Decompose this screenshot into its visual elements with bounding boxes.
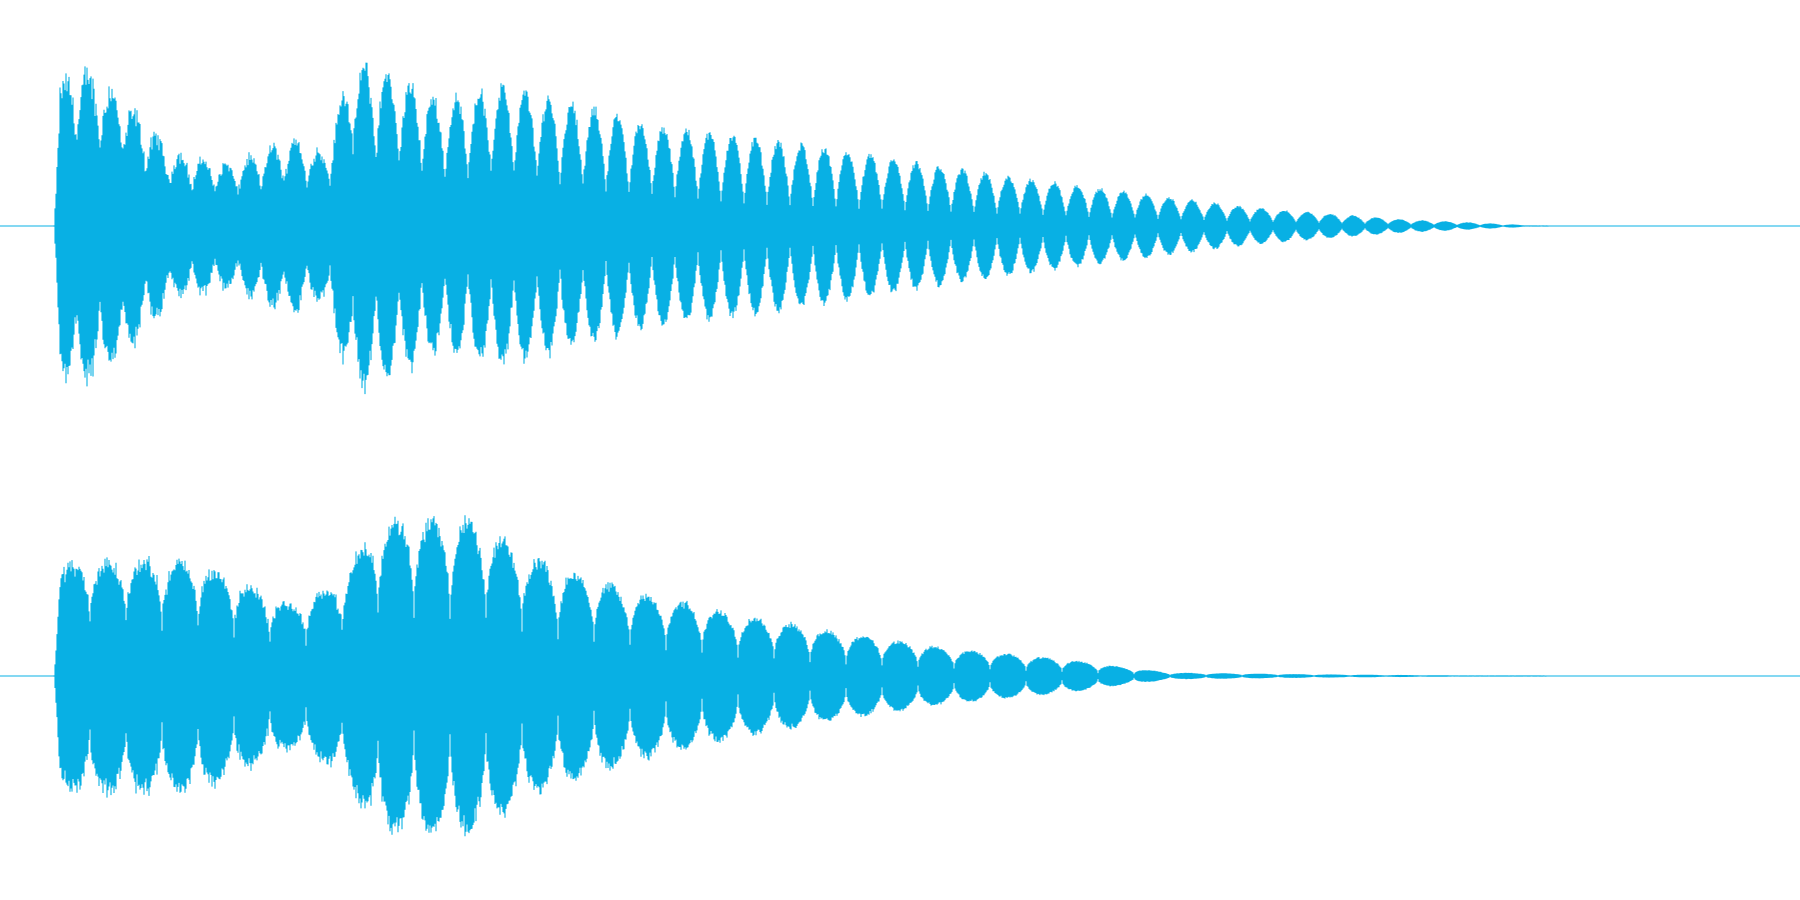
channel-bottom-waveform <box>0 515 1800 837</box>
channel-top-signal <box>53 62 1549 395</box>
channel-bottom-signal <box>53 515 1547 837</box>
channel-top-waveform <box>0 62 1800 395</box>
